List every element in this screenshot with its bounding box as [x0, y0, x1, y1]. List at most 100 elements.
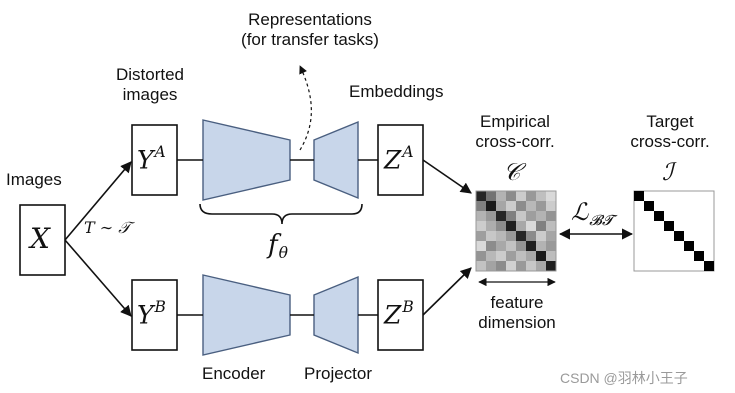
target-symbol: ℐ: [662, 158, 674, 186]
empirical-matrix-cell: [536, 241, 546, 251]
za-box: [377, 124, 424, 196]
za-symbol: ZA: [384, 144, 414, 175]
representations-label: Representations (for transfer tasks): [210, 10, 410, 50]
empirical-matrix-cell: [496, 191, 506, 201]
empirical-matrix-cell: [536, 231, 546, 241]
yb-base: Y: [137, 300, 154, 330]
ya-base: Y: [137, 145, 154, 175]
arrow-to-yb: [64, 239, 132, 317]
empirical-matrix-cell: [536, 251, 546, 261]
target-matrix-cell: [634, 191, 644, 201]
empirical-matrix-cell: [496, 231, 506, 241]
empirical-matrix-cell: [516, 261, 526, 271]
empirical-matrix-cell: [476, 251, 486, 261]
empirical-symbol: 𝒞: [503, 158, 521, 186]
network-symbol: fθ: [268, 232, 288, 262]
empirical-matrix-cell: [476, 261, 486, 271]
loss-base: ℒ: [571, 198, 589, 226]
distorted-images-label: Distorted images: [100, 65, 200, 105]
empirical-matrix-cell: [506, 211, 516, 221]
yb-sup: B: [154, 298, 166, 316]
target-matrix-cell: [664, 221, 674, 231]
target-matrix-cell: [654, 211, 664, 221]
network-sub: θ: [278, 244, 289, 263]
input-box: [19, 204, 66, 276]
yb-symbol: YB: [137, 298, 166, 330]
empirical-matrix-cell: [516, 251, 526, 261]
empirical-matrix-cell: [496, 241, 506, 251]
images-label: Images: [6, 170, 62, 189]
empirical-matrix-cell: [526, 201, 536, 211]
ya-sup: A: [154, 143, 166, 161]
empirical-matrix-cell: [506, 231, 516, 241]
arrow-za-to-matrix: [422, 159, 472, 194]
feature-line-1: feature: [490, 293, 544, 312]
projector-b: [313, 275, 359, 355]
target-matrix-cell: [704, 261, 714, 271]
empirical-matrix-cell: [516, 221, 526, 231]
loss-symbol: ℒ𝓑𝓣: [571, 200, 613, 228]
empirical-matrix-cell: [546, 261, 556, 271]
empirical-matrix-cell: [506, 251, 516, 261]
empirical-matrix-cell: [496, 251, 506, 261]
zb-base: Z: [384, 300, 402, 330]
empirical-matrix-cell: [486, 211, 496, 221]
empirical-matrix-cell: [506, 201, 516, 211]
empirical-matrix-cell: [496, 261, 506, 271]
empirical-matrix-cell: [516, 241, 526, 251]
projector-a: [313, 120, 359, 200]
target-matrix-cell: [684, 241, 694, 251]
encoder-b: [202, 274, 291, 356]
empirical-matrix-cell: [536, 191, 546, 201]
representations-line-2: (for transfer tasks): [241, 30, 379, 49]
empirical-matrix-cell: [496, 201, 506, 211]
empirical-matrix-cell: [496, 221, 506, 231]
za-base: Z: [384, 145, 402, 175]
empirical-matrix-cell: [536, 201, 546, 211]
empirical-matrix-cell: [546, 191, 556, 201]
arrow-zb-to-matrix: [422, 267, 472, 316]
network-base: f: [268, 230, 278, 260]
empirical-matrix-cell: [536, 211, 546, 221]
empirical-matrix-cell: [506, 241, 516, 251]
network-brace: [199, 203, 363, 225]
watermark: CSDN @羽林小王子: [560, 370, 688, 386]
representations-line-1: Representations: [248, 10, 372, 29]
encoder-label: Encoder: [202, 364, 266, 383]
empirical-matrix-cell: [546, 231, 556, 241]
empirical-matrix-cell: [486, 251, 496, 261]
empirical-matrix-cell: [546, 251, 556, 261]
projector-label: Projector: [304, 364, 373, 383]
loss-sub: 𝓑𝓣: [589, 213, 614, 230]
target-matrix-cell: [694, 251, 704, 261]
empirical-matrix-cell: [486, 201, 496, 211]
target-line-1: Target: [646, 112, 694, 131]
distorted-images-line-1: Distorted: [115, 65, 185, 84]
target-cross-corr-label: Target cross-corr.: [615, 112, 725, 152]
input-symbol: X: [30, 222, 50, 255]
empirical-matrix-cell: [486, 221, 496, 231]
empirical-matrix-border: [475, 190, 557, 272]
empirical-matrix-cell: [476, 231, 486, 241]
empirical-matrix-cell: [516, 231, 526, 241]
empirical-matrix-cell: [536, 221, 546, 231]
ya-symbol: YA: [137, 143, 166, 175]
target-matrix: [633, 190, 715, 272]
empirical-matrix-cell: [476, 241, 486, 251]
empirical-matrix-cell: [526, 211, 536, 221]
empirical-matrix-cell: [476, 221, 486, 231]
empirical-matrix-cell: [476, 211, 486, 221]
feature-dimension-label: feature dimension: [462, 293, 572, 333]
zb-symbol: ZB: [384, 299, 414, 330]
empirical-line-2: cross-corr.: [475, 132, 555, 151]
empirical-matrix-cell: [526, 231, 536, 241]
empirical-matrix-cell: [486, 191, 496, 201]
representation-dashed-arrow: [299, 65, 312, 151]
target-line-2: cross-corr.: [630, 132, 710, 151]
empirical-matrix-cell: [506, 221, 516, 231]
empirical-matrix-cell: [546, 241, 556, 251]
empirical-matrix-cell: [496, 211, 506, 221]
empirical-matrix-cell: [506, 261, 516, 271]
empirical-matrix-cell: [506, 191, 516, 201]
